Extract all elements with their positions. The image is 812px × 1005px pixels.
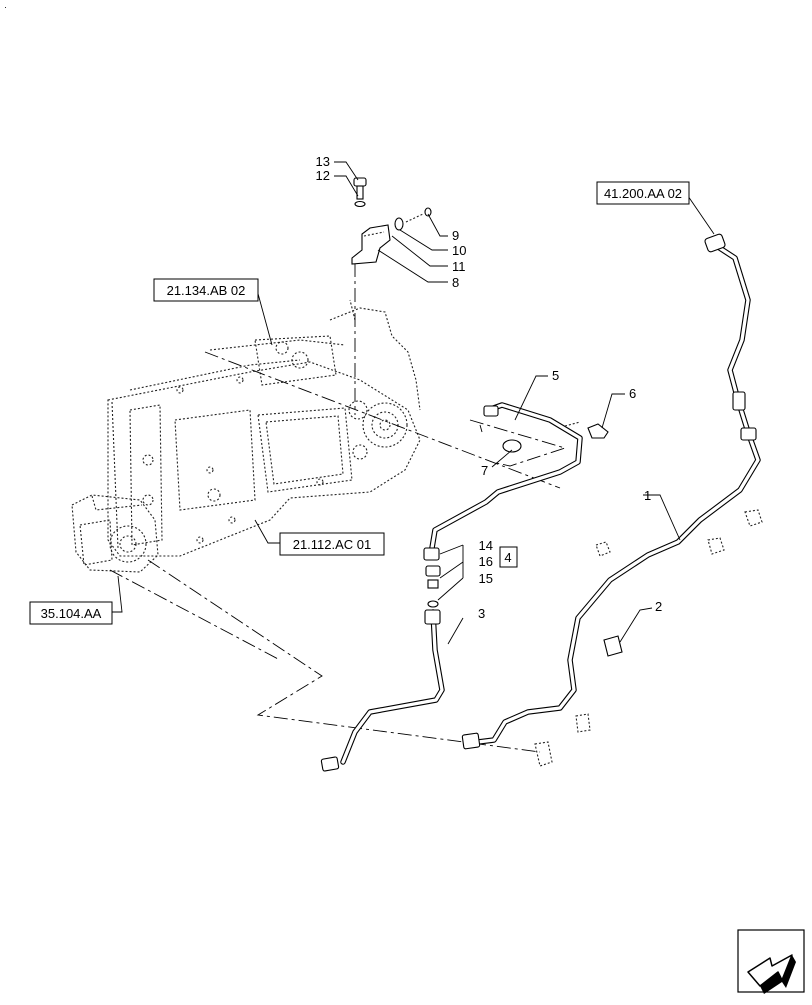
- phantom-center-lines: [109, 263, 567, 753]
- callout-7: 7: [481, 463, 488, 478]
- reference-box-21134[interactable]: 21.134.AB 02: [153, 278, 259, 302]
- pump-assembly: [71, 494, 159, 573]
- callout-12: 12: [316, 168, 330, 183]
- callout-4: 4: [504, 550, 511, 565]
- callout-numbers: 13 12 9 10 11 8 5 6 7 14 16 15 4 3 1 2: [316, 154, 663, 621]
- callout-10: 10: [452, 243, 466, 258]
- reference-label-21134: 21.134.AB 02: [167, 283, 246, 298]
- leader-lines: [112, 161, 715, 645]
- bracket-8: [351, 224, 391, 265]
- reference-label-35104: 35.104.AA: [41, 606, 102, 621]
- callout-16: 16: [479, 554, 493, 569]
- tube-clamps: [534, 509, 763, 767]
- reference-label-41200: 41.200.AA 02: [604, 186, 682, 201]
- callout-2: 2: [655, 599, 662, 614]
- next-page-arrow-icon[interactable]: [737, 929, 805, 994]
- washer-9-10: [394, 207, 432, 231]
- transmission-housing: [107, 299, 421, 557]
- tube-1: [461, 233, 761, 750]
- callout-13: 13: [316, 154, 330, 169]
- callout-6: 6: [629, 386, 636, 401]
- reference-box-35104[interactable]: 35.104.AA: [29, 601, 113, 625]
- fittings-14-16-15: [425, 565, 441, 608]
- callout-1: 1: [644, 488, 651, 503]
- clip-6: [564, 421, 609, 439]
- tube-5: [423, 402, 583, 561]
- reference-label-21112: 21.112.AC 01: [293, 537, 372, 552]
- callout-15: 15: [479, 571, 493, 586]
- callout-4-box: [499, 546, 518, 568]
- tube-3: [320, 609, 445, 772]
- corner-mark: ·: [4, 2, 7, 12]
- reference-box-21112[interactable]: 21.112.AC 01: [279, 532, 385, 556]
- bolt-13: [353, 177, 367, 208]
- callout-3: 3: [478, 606, 485, 621]
- reference-box-41200[interactable]: 41.200.AA 02: [596, 181, 690, 205]
- callout-8: 8: [452, 275, 459, 290]
- callout-5: 5: [552, 368, 559, 383]
- callout-9: 9: [452, 228, 459, 243]
- callout-11: 11: [452, 259, 466, 274]
- callout-14: 14: [479, 538, 493, 553]
